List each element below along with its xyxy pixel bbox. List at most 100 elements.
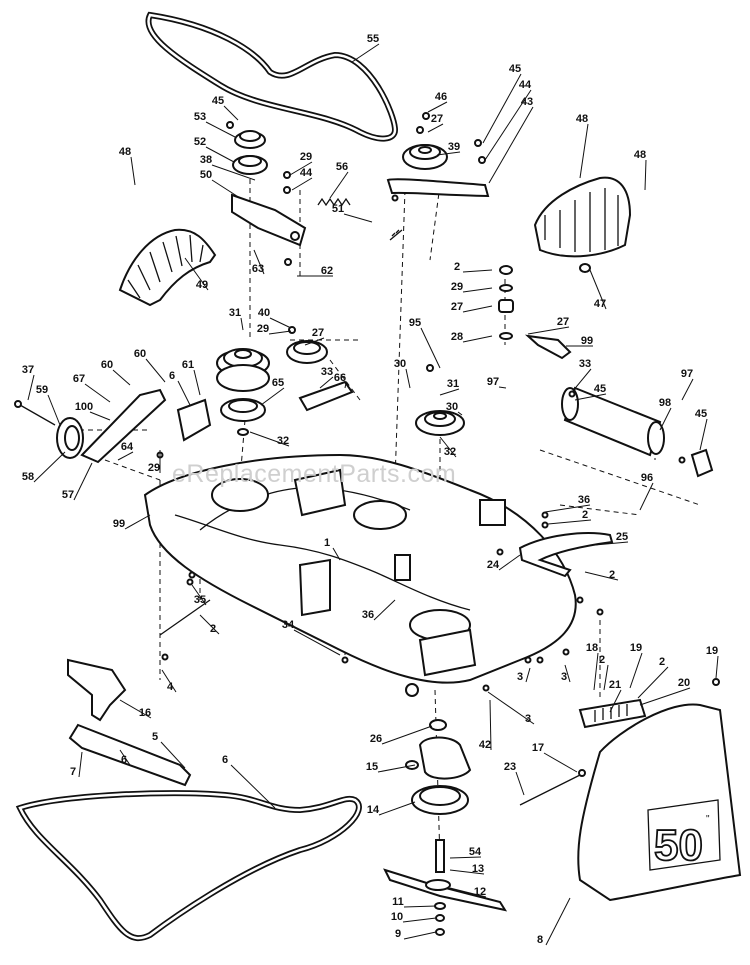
rod-17 xyxy=(519,774,581,806)
pulley-53 xyxy=(234,130,266,149)
shield-size-label: 50 xyxy=(654,821,703,870)
callout-number: 29 xyxy=(257,323,269,335)
callout-leader xyxy=(462,305,493,313)
callout-number: 48 xyxy=(576,113,588,125)
callout-leader xyxy=(639,687,691,706)
rod-4 xyxy=(159,599,211,636)
callout-number: 3 xyxy=(525,713,531,725)
callout-number: 63 xyxy=(252,263,264,275)
callout-number: 23 xyxy=(504,761,516,773)
lower-belt xyxy=(15,790,362,942)
callout-53: 53 xyxy=(194,111,236,138)
callout-leader xyxy=(230,764,276,809)
callout-3: 3 xyxy=(487,691,535,725)
callout-leader xyxy=(498,386,507,389)
callout-97: 97 xyxy=(487,376,507,389)
callout-number: 34 xyxy=(282,619,295,631)
callout-number: 19 xyxy=(706,645,718,657)
callout-number: 2 xyxy=(210,623,216,635)
callout-number: 49 xyxy=(196,279,208,291)
callout-number: 48 xyxy=(634,149,646,161)
callout-leader xyxy=(343,213,373,223)
callout-number: 59 xyxy=(36,384,48,396)
callout-6: 6 xyxy=(222,754,276,809)
callout-leader xyxy=(629,652,643,689)
callout-leader xyxy=(205,121,236,138)
bolt-51 xyxy=(389,229,403,241)
callout-number: 43 xyxy=(521,96,533,108)
callout-leader xyxy=(193,369,201,396)
callout-number: 3 xyxy=(517,671,523,683)
callout-number: 45 xyxy=(509,63,521,75)
callout-leader xyxy=(119,699,152,719)
callout-number: 14 xyxy=(367,804,380,816)
callout-2: 2 xyxy=(199,614,220,635)
callout-leader xyxy=(249,431,290,447)
callout-number: 30 xyxy=(446,401,458,413)
callout-3: 3 xyxy=(517,667,531,683)
callout-leader xyxy=(405,368,411,389)
callout-leader xyxy=(484,89,532,161)
spindle-14 xyxy=(405,719,472,780)
callout-number: 100 xyxy=(75,401,93,413)
callout-38: 38 xyxy=(200,154,256,181)
callout-67: 67 xyxy=(73,373,111,403)
callout-24: 24 xyxy=(487,554,521,571)
callout-leader xyxy=(378,801,416,816)
roller-98 xyxy=(561,386,665,457)
discharge-shield-23: 50 " xyxy=(577,703,742,902)
callout-leader xyxy=(223,105,239,121)
callout-number: 96 xyxy=(641,472,653,484)
callout-number: 36 xyxy=(578,494,590,506)
callout-number: 16 xyxy=(139,707,151,719)
callout-number: 38 xyxy=(200,154,212,166)
callout-9: 9 xyxy=(395,928,437,940)
callout-number: 36 xyxy=(362,609,374,621)
callout-35: 35 xyxy=(191,584,207,606)
callout-31: 31 xyxy=(439,378,460,396)
callout-leader xyxy=(47,394,61,426)
pulley-32-left xyxy=(220,398,266,436)
callout-number: 32 xyxy=(444,446,456,458)
callout-19: 19 xyxy=(629,642,643,689)
callout-number: 60 xyxy=(134,348,146,360)
callout-leader xyxy=(119,749,131,766)
callout-13: 13 xyxy=(449,863,485,875)
callout-leader xyxy=(191,584,207,606)
callout-32: 32 xyxy=(249,431,290,447)
callout-60: 60 xyxy=(134,348,166,383)
callout-leader xyxy=(253,249,265,275)
callout-number: 2 xyxy=(599,654,605,666)
callout-37: 37 xyxy=(22,364,35,401)
callout-number: 2 xyxy=(454,261,460,273)
callout-33: 33 xyxy=(571,358,592,393)
callout-15: 15 xyxy=(366,761,416,773)
callout-number: 25 xyxy=(616,531,628,543)
callout-number: 2 xyxy=(609,569,615,581)
shield-size-mark: " xyxy=(706,814,710,825)
callout-leader xyxy=(574,393,607,401)
callout-leader xyxy=(27,374,35,401)
arm-95 xyxy=(524,334,572,360)
callout-number: 48 xyxy=(119,146,131,158)
callout-36: 36 xyxy=(362,599,396,621)
callout-28: 28 xyxy=(451,331,493,343)
callout-leader xyxy=(403,931,437,940)
callout-33: 33 xyxy=(319,366,334,389)
callout-59: 59 xyxy=(36,384,61,426)
callout-leader xyxy=(584,571,619,581)
callout-10: 10 xyxy=(391,911,437,923)
callout-leader xyxy=(351,43,380,63)
callout-number: 17 xyxy=(532,742,544,754)
callout-48: 48 xyxy=(634,149,647,191)
callout-leader xyxy=(462,335,493,343)
callout-leader xyxy=(525,667,531,683)
callout-number: 52 xyxy=(194,136,206,148)
callout-55: 55 xyxy=(351,33,380,63)
callout-leader xyxy=(145,358,166,383)
callout-leader xyxy=(449,869,485,875)
callout-leader xyxy=(462,269,493,273)
callout-leader xyxy=(609,689,622,713)
callout-16: 16 xyxy=(119,699,152,719)
